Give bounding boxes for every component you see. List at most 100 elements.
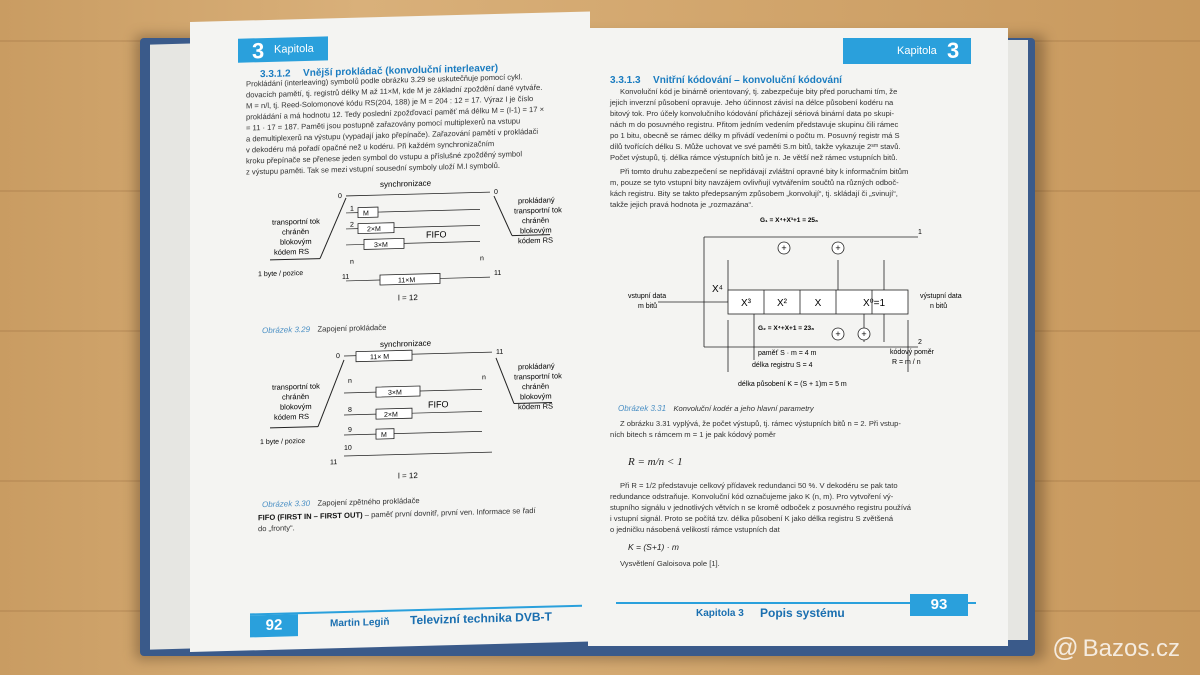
formula-constraint: K = (S+1) · m (628, 542, 680, 552)
input-label: vstupní data (628, 293, 666, 300)
label-2: 2 (350, 222, 354, 229)
caption-number: Obrázek 3.31 (618, 404, 667, 413)
constraint-length-label: délka působení K = (S + 1)m = 5 m (738, 380, 847, 388)
g2-polynomial: G₂ = X⁴+X+1 = 23₈ (758, 325, 814, 332)
paragraph: Při R = 1/2 představuje celkový přídavek… (610, 480, 990, 535)
caption-text: Zapojení prokládače (317, 322, 387, 334)
label-11: 11 (330, 459, 337, 466)
footer-author: Martin Legiň (330, 616, 390, 630)
section-number: 3.3.1.3 (610, 75, 641, 86)
paragraph: Z obrázku 3.31 vyplývá, že počet výstupů… (610, 418, 990, 440)
input-label: transportní tok (272, 382, 320, 392)
footer-line (616, 602, 976, 604)
label-8: 8 (348, 407, 352, 414)
fifo-term: FIFO (FIRST IN – FIRST OUT) (258, 510, 363, 523)
paragraph: Prokládání (interleaving) symbolů podle … (246, 70, 586, 178)
output-label: blokovým (520, 226, 552, 236)
deinterleaver-diagram: synchronizace 0 11 transportní tok chrán… (260, 339, 562, 481)
text-line: bitový tok. Pro účely konvolučního kódov… (610, 109, 895, 118)
text-line: ních bitech s rámcem m = 1 je pak kódový… (610, 430, 776, 439)
section-title: Vnitřní kódování – konvoluční kódování (653, 75, 842, 86)
output-label: prokládaný (518, 361, 555, 371)
footer-book-title: Televizní technika DVB-T (410, 609, 552, 628)
label-n-right: n (480, 255, 484, 262)
text-line: po 1 bitu, obecně se rámec délky m přivá… (610, 131, 900, 140)
left-page: 3 Kapitola 3.3.1.2 Vnější prokládač (kon… (190, 11, 590, 652)
label-n: n (348, 378, 352, 385)
x4-label: X⁴ (712, 284, 723, 295)
fifo-box-label: M (363, 210, 369, 217)
label-10: 10 (344, 445, 352, 452)
output-2: 2 (918, 339, 922, 346)
output-label: transportní tok (514, 371, 562, 381)
xor-symbol: + (835, 243, 840, 253)
label-11-right: 11 (494, 270, 501, 277)
chapter-tab: 3 Kapitola (238, 36, 328, 64)
output-label: transportní tok (514, 205, 562, 215)
formula-code-rate: R = m/n < 1 (628, 456, 683, 468)
xor-symbol: + (861, 329, 866, 339)
code-rate-label: kódový poměr (890, 349, 935, 356)
label-n: n (350, 259, 354, 266)
sync-label: synchronizace (380, 179, 432, 189)
text-line: m, pouze se tyto vstupní bity navzájem o… (610, 178, 899, 187)
chapter-tab: Kapitola 3 (843, 38, 971, 64)
watermark: @Bazos.cz (1052, 632, 1180, 663)
label-11-left: 11 (342, 274, 349, 281)
text-line: dílů tvořících délku S. Může uchovat ve … (610, 142, 901, 151)
page-stack-left (150, 43, 195, 650)
text-line: jejich inverzní působení opravuje. Jeho … (610, 98, 894, 107)
text-line: Při tomto druhu zabezpečení se nepřidáva… (620, 167, 909, 176)
interleaver-diagram: synchronizace 0 0 transportní tok chráně… (258, 179, 562, 303)
fifo-box-label: M (381, 432, 387, 439)
byte-label: 1 byte / pozice (258, 270, 303, 278)
fifo-box-label: 2×M (384, 412, 398, 419)
section-heading: 3.3.1.3 Vnitřní kódování – konvoluční kó… (610, 70, 990, 88)
chapter-label: Kapitola (274, 42, 314, 56)
label-0-left: 0 (336, 353, 340, 360)
convolutional-encoder-diagram: G₁ = X⁴+X³+1 = 25₈ (628, 217, 962, 388)
figure-caption: Obrázek 3.31 Konvoluční kodér a jeho hla… (618, 398, 814, 416)
output-label: kódem RS (518, 235, 553, 245)
fifo-box-label: 11×M (398, 277, 415, 284)
text-line: redundance odstraňuje. Konvoluční kód oz… (610, 492, 894, 501)
fifo-label: FIFO (428, 399, 448, 410)
input-label: kódem RS (274, 412, 309, 422)
input-label: chráněn (282, 227, 309, 237)
text-line: o jedničku násobená velikostí rámce vstu… (610, 525, 780, 534)
text-line: Konvoluční kód je binárně orientovaný, t… (620, 87, 898, 96)
output-1: 1 (918, 229, 922, 236)
text-line: kách registru. Bity se takto předepsaným… (610, 189, 898, 198)
chapter-label: Kapitola (897, 45, 937, 57)
label-9: 9 (348, 427, 352, 434)
g1-polynomial: G₁ = X⁴+X³+1 = 25₈ (760, 217, 818, 224)
label-1: 1 (350, 206, 354, 213)
input-label: blokovým (280, 237, 312, 247)
text-line: nách m do posuvného registru. Přitom jed… (610, 120, 899, 129)
byte-label: 1 byte / pozice (260, 438, 305, 446)
output-label: výstupní data (920, 293, 962, 300)
chapter-number: 3 (947, 38, 960, 63)
right-page: Kapitola 3 3.3.1.3 Vnitřní kódování – ko… (588, 28, 1008, 646)
fifo-box-label: 11× M (370, 354, 389, 362)
chapter-number: 3 (252, 38, 265, 64)
input-label: m bitů (638, 302, 657, 310)
fifo-box-label: 3×M (388, 389, 402, 396)
output-label: chráněn (522, 382, 549, 392)
footer-chapter-title: Popis systému (760, 606, 845, 620)
text-line: Počet výstupů, tj. délka rámce výstupníc… (610, 153, 898, 162)
paragraph: Konvoluční kód je binárně orientovaný, t… (610, 86, 990, 163)
sync-label: synchronizace (380, 339, 432, 349)
fifo-box-label: 3×M (374, 242, 388, 249)
footer-chapter: Kapitola 3 (696, 608, 744, 619)
page-number: 92 (250, 614, 298, 638)
page-number: 93 (910, 594, 968, 616)
paragraph: Při tomto druhu zabezpečení se nepřidáva… (610, 166, 990, 210)
caption-text: Konvoluční kodér a jeho hlavní parametry (673, 404, 814, 413)
memory-label: paměť S · m = 4 m (758, 350, 817, 357)
xor-symbol: + (835, 329, 840, 339)
input-label: transportní tok (272, 217, 320, 227)
fifo-box-label: 2×M (367, 226, 381, 233)
register-cell: X (815, 298, 822, 309)
label-n-right: n (482, 374, 486, 381)
